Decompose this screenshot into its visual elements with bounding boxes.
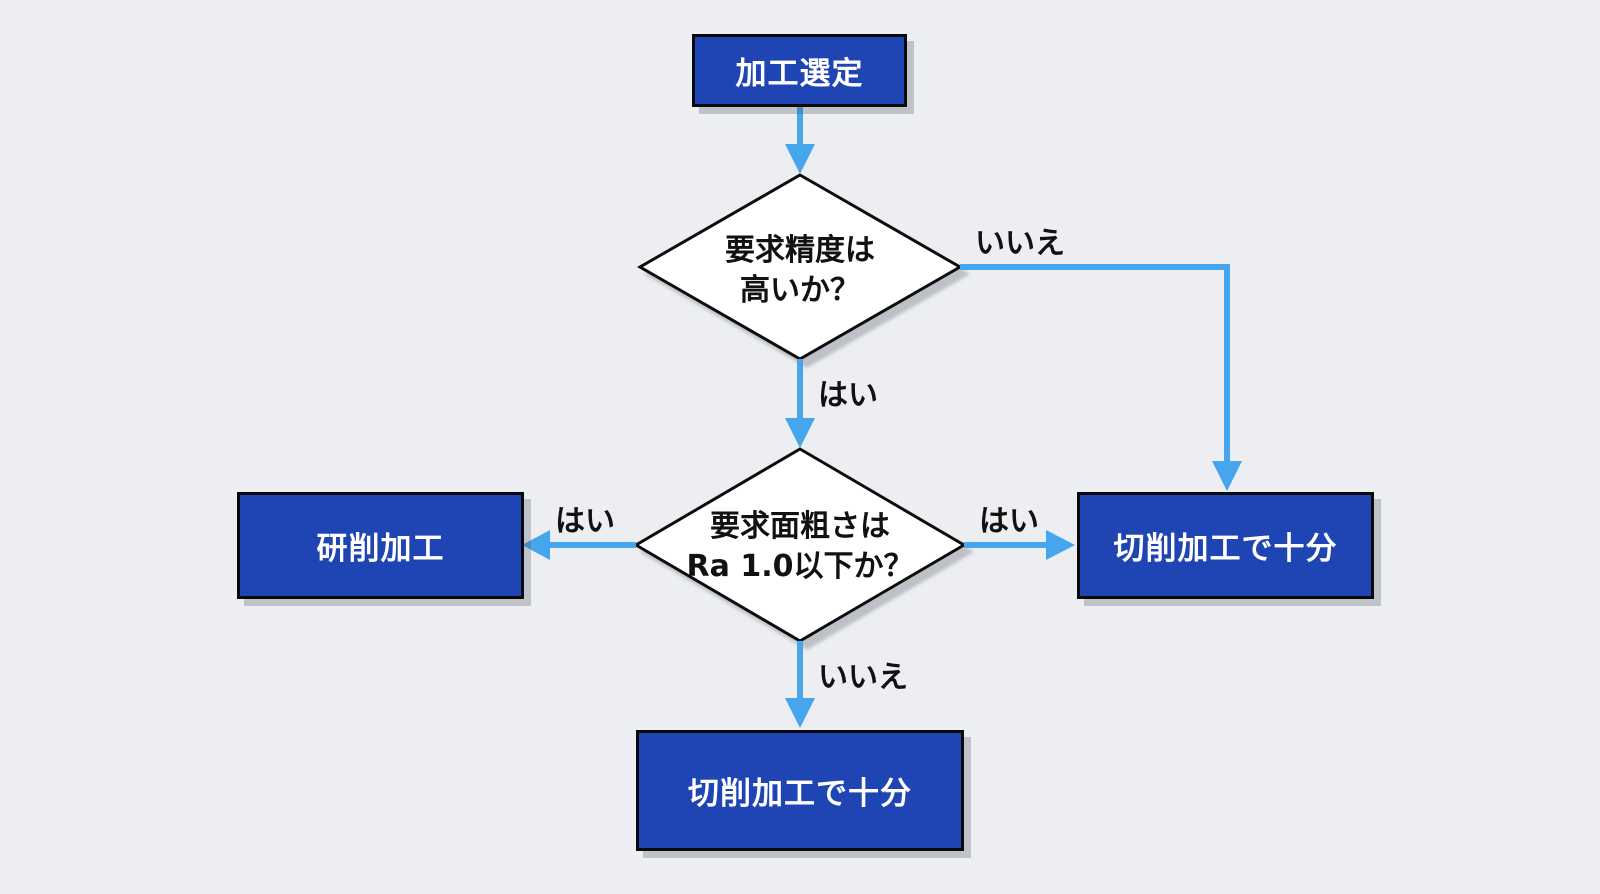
arrowhead-decision1-yes <box>785 418 815 448</box>
decision1-line1: 要求精度は <box>725 233 875 268</box>
arrowhead-decision2-right <box>1046 530 1075 560</box>
edge-label-decision1-no: いいえ <box>975 226 1065 261</box>
arrowhead-decision1-no <box>1212 461 1242 491</box>
result-cutting-right-label: 切削加工で十分 <box>1113 531 1338 567</box>
start-label: 加工選定 <box>735 56 864 92</box>
decision1-text: 要求精度は 高いか？ <box>725 231 875 311</box>
arrowhead-decision2-down <box>785 698 815 728</box>
result-box-cutting-bottom: 切削加工で十分 <box>636 730 964 851</box>
edge-label-decision2-left-yes: はい <box>555 504 615 539</box>
result-box-cutting-right: 切削加工で十分 <box>1077 492 1374 599</box>
edge-label-decision2-right-yes: はい <box>979 504 1039 539</box>
decision1-line2: 高いか？ <box>740 273 860 308</box>
result-cutting-bottom-label: 切削加工で十分 <box>688 776 912 812</box>
edge-label-decision1-yes: はい <box>818 378 878 413</box>
decision2-line2: Ra 1.0以下か？ <box>686 549 914 584</box>
arrowhead-decision2-left <box>522 530 550 560</box>
result-box-grinding: 研削加工 <box>237 492 524 599</box>
decision2-line1: 要求面粗さは <box>710 509 890 544</box>
arrow-decision1-no <box>960 264 1230 464</box>
edge-label-decision2-no: いいえ <box>818 660 908 695</box>
result-grinding-label: 研削加工 <box>316 531 445 567</box>
start-box: 加工選定 <box>692 34 907 107</box>
decision2-text: 要求面粗さは Ra 1.0以下か？ <box>687 507 914 587</box>
arrowhead-start-to-decision1 <box>785 144 815 174</box>
